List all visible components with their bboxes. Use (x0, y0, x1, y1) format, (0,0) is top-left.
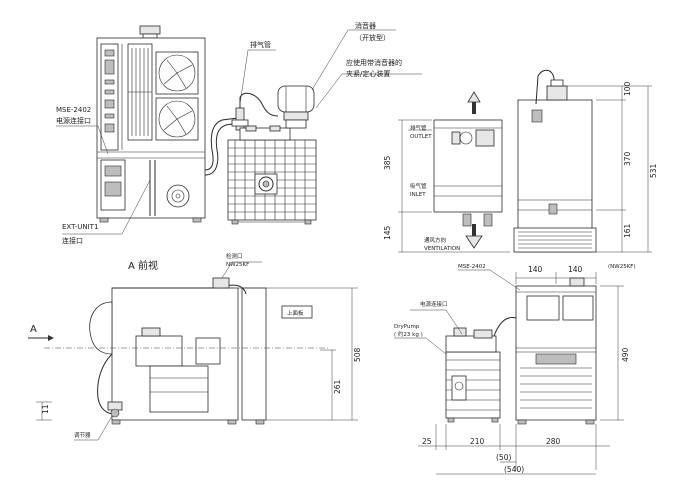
dim-11: 11 (41, 404, 50, 414)
rear-view-labels: MSE-2402 (NW25KF) 电源连接口 DryPump ( 约23 kg… (394, 264, 636, 474)
label-nw-spec: (NW25KF) (608, 264, 636, 270)
label-power-connector: 电源连接口 (56, 116, 91, 125)
dim-261: 261 (333, 379, 342, 394)
dim-50: (50) (496, 453, 511, 462)
rear-view (418, 272, 624, 475)
label-dry-pump: DryPump (394, 324, 420, 330)
label-muffler-note-1: 应使用带消音器的 (346, 58, 402, 67)
label-intake: 吸气管 (410, 182, 427, 190)
dim-531: 531 (649, 163, 658, 178)
dim-100: 100 (623, 81, 632, 96)
side-view-top (398, 69, 652, 253)
label-top-panel: 上面板 (287, 309, 304, 317)
label-ext-unit: EXT-UNIT1 (62, 223, 98, 231)
label-leak-port-spec: NW25KF (226, 262, 249, 268)
dim-280: 280 (546, 437, 561, 446)
dim-140-a: 140 (528, 265, 543, 274)
dim-210: 210 (470, 437, 485, 446)
dim-161: 161 (623, 223, 632, 238)
dim-370: 370 (623, 151, 632, 166)
dim-508: 508 (353, 347, 362, 362)
label-ventilation-cn: 通风方向 (424, 236, 446, 244)
label-regulator: 调节器 (74, 431, 91, 439)
label-mse-model: MSE-2402 (56, 106, 91, 114)
pump-front-view (227, 85, 317, 225)
dim-385: 385 (383, 155, 392, 170)
label-muffler-type: （开放型） (355, 33, 390, 42)
dim-540: (540) (504, 465, 524, 474)
label-mse-model-2: MSE-2402 (458, 264, 486, 270)
label-connector: 连接口 (62, 236, 83, 245)
label-ventilation: VENTILATION (424, 246, 460, 252)
dim-490: 490 (621, 347, 630, 362)
label-muffler: 消音器 (355, 21, 376, 30)
label-view-a: A 前视 (128, 259, 158, 272)
side-view-top-labels: 排气管 OUTLET 吸气管 INLET 通风方向 VENTILATION 38… (383, 81, 658, 252)
label-arrow-a: A (30, 324, 37, 335)
dim-25: 25 (422, 437, 432, 446)
label-exhaust-pipe: 排气管 (250, 40, 271, 49)
label-exhaust: 排气管 (410, 124, 427, 132)
label-power-connector-2: 电源连接口 (420, 300, 448, 308)
front-view (96, 25, 239, 223)
side-view-bottom-labels: 检测口 NW25KF 上面板 调节器 A 11 508 261 (30, 252, 362, 441)
label-leak-port: 检测口 (226, 252, 243, 260)
label-dry-pump-weight: ( 约23 kg ) (394, 330, 423, 338)
label-inlet: INLET (410, 192, 426, 198)
front-view-callouts: 排气管 消音器 （开放型） 应使用带消音器的 夹紧/定心装置 MSE-2402 … (56, 21, 422, 272)
label-outlet: OUTLET (410, 134, 432, 140)
label-muffler-note-2: 夹紧/定心装置 (346, 69, 390, 78)
dim-145: 145 (383, 225, 392, 240)
side-view-bottom (28, 277, 358, 425)
dim-140-b: 140 (568, 265, 583, 274)
